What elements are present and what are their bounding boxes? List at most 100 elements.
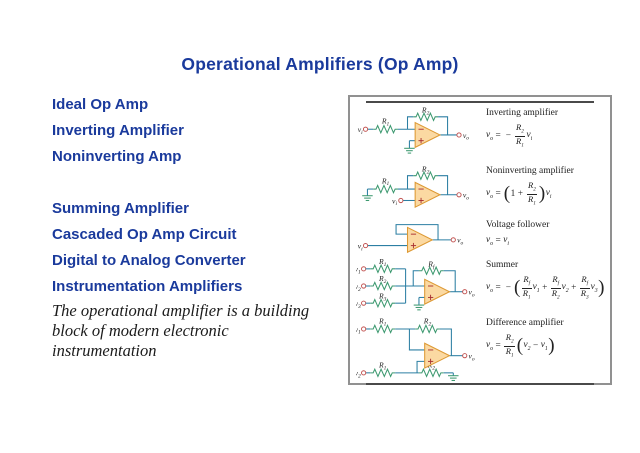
topic-item: Digital to Analog Converter [52, 252, 246, 269]
wire [406, 116, 414, 130]
ground-symbol [404, 147, 415, 154]
topic-item: Cascaded Op Amp Circuit [52, 226, 237, 243]
terminal [361, 326, 367, 332]
resistor [370, 367, 396, 378]
formula-operator: = [495, 189, 501, 200]
label-v1: v1 [356, 325, 361, 336]
circuit-title: Voltage follower [486, 220, 550, 230]
label-vi: vi [358, 241, 363, 252]
resistor [418, 367, 444, 378]
label-vi: vi [392, 196, 397, 207]
terminal [361, 283, 367, 289]
label-v1: v1 [356, 265, 361, 276]
formula-variable: v2 [523, 340, 531, 353]
formula-variable: vo [486, 130, 494, 143]
circuit-diagram-difference: R1R2R1R2v1v2vo [355, 317, 475, 382]
circuit-title: Noninverting amplifier [486, 166, 574, 176]
terminal [462, 289, 468, 295]
opamp-triangle [406, 226, 434, 254]
formula-operator: − [505, 131, 512, 142]
resistor [370, 281, 396, 291]
label-R2: R2 [421, 106, 430, 117]
formula-variable: vo [486, 340, 494, 353]
resistor [413, 170, 439, 181]
opamp-triangle [424, 342, 451, 369]
resistor [370, 324, 396, 334]
circuit-diagram-summer: v1R1v2R2v3R3Rfvo [355, 257, 475, 311]
wire [443, 270, 456, 292]
formula-variable: vo [486, 235, 494, 247]
wire [438, 116, 449, 135]
label-vi: vi [358, 125, 363, 136]
formula-variable: v2 [561, 282, 569, 295]
label-Rf: Rf [427, 259, 436, 270]
note-line: instrumentation [52, 341, 157, 360]
label-vo: vo [469, 288, 475, 299]
terminal [362, 126, 369, 132]
topic-item: Instrumentation Amplifiers [52, 278, 243, 295]
figure-top-rule [366, 101, 594, 103]
formula-operator: − [533, 341, 539, 352]
formula-variable: vo [486, 282, 494, 295]
page-title: Operational Amplifiers (Op Amp) [181, 54, 459, 74]
terminal [462, 353, 468, 359]
label-vo: vo [463, 131, 469, 142]
opamp-triangle [424, 278, 451, 305]
formula-operator: − [505, 283, 512, 294]
topic-item: Summing Amplifier [52, 200, 189, 217]
formula-operator: = [495, 131, 501, 142]
formula-variable: v1 [540, 340, 548, 353]
terminal [361, 300, 367, 306]
label-R2: R2 [427, 361, 436, 372]
terminal [361, 370, 367, 376]
circuit-difference: R1R2R1R2v1v2vo [350, 315, 486, 388]
label-v2: v2 [356, 282, 361, 293]
resistor [373, 124, 398, 135]
figure-row: v1R1v2R2v3R3RfvoSummervo=−(RfR1v1+RfR2v2… [350, 257, 610, 315]
circuit-formula: vo=vi [486, 235, 608, 247]
topic-item: Noninverting Amp [52, 148, 182, 165]
resistor [415, 324, 440, 334]
circuit-title: Difference amplifier [486, 318, 564, 328]
terminal [362, 243, 369, 249]
wire [416, 360, 425, 373]
topic-item: Ideal Op Amp [52, 96, 149, 113]
resistor [370, 263, 396, 274]
label-R2: R2 [421, 164, 430, 175]
label-R1: R1 [378, 257, 387, 268]
figure-row: R1R2R1R2v1v2voDifference amplifiervo=R2R… [350, 315, 610, 383]
label-R3: R3 [378, 291, 387, 302]
formula-operator: + [542, 283, 548, 294]
formula-variable: vi [545, 188, 552, 201]
label-vo: vo [469, 352, 475, 363]
formula-variable: vi [526, 130, 533, 143]
label-vo: vo [463, 191, 469, 202]
label-v2: v2 [356, 369, 361, 380]
wire [412, 270, 419, 286]
resistor [418, 265, 444, 276]
formula-operator: = [495, 341, 501, 352]
resistor [413, 111, 439, 122]
note-line: The operational amplifier is a building [52, 301, 310, 320]
formula-operator: = [495, 235, 501, 246]
formula-variable: v3 [590, 282, 598, 295]
wire [408, 328, 425, 351]
resistor [370, 298, 396, 309]
label-v3: v3 [356, 299, 361, 310]
formula-variable: vo [486, 188, 494, 201]
